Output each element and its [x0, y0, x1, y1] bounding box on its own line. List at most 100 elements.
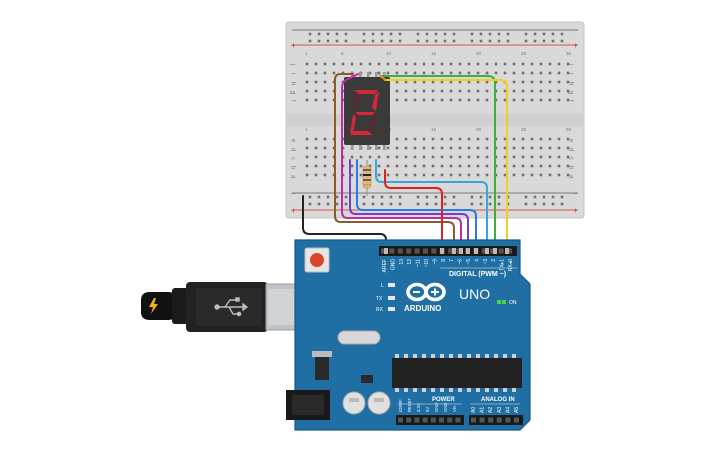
breadboard-hole[interactable]	[512, 155, 516, 159]
breadboard-hole[interactable]	[440, 155, 444, 159]
rail-hole[interactable]	[317, 202, 321, 206]
rail-hole[interactable]	[452, 39, 456, 43]
breadboard-hole[interactable]	[539, 80, 543, 84]
breadboard-hole[interactable]	[413, 155, 417, 159]
breadboard-hole[interactable]	[404, 80, 408, 84]
rail-hole[interactable]	[497, 39, 501, 43]
rail-hole[interactable]	[416, 39, 420, 43]
breadboard-hole[interactable]	[449, 89, 453, 93]
breadboard-hole[interactable]	[512, 137, 516, 141]
rail-hole[interactable]	[371, 195, 375, 199]
rail-hole[interactable]	[425, 202, 429, 206]
breadboard-hole[interactable]	[449, 98, 453, 102]
breadboard-hole[interactable]	[539, 155, 543, 159]
breadboard-hole[interactable]	[521, 80, 525, 84]
jumper-wires[interactable]	[302, 73, 508, 253]
breadboard-hole[interactable]	[557, 62, 561, 66]
breadboard-hole[interactable]	[359, 155, 363, 159]
rail-hole[interactable]	[362, 32, 366, 36]
rail-hole[interactable]	[335, 39, 339, 43]
breadboard-hole[interactable]	[467, 173, 471, 177]
header-socket[interactable]	[406, 248, 412, 254]
breadboard-hole[interactable]	[485, 146, 489, 150]
breadboard-hole[interactable]	[530, 89, 534, 93]
rail-hole[interactable]	[335, 195, 339, 199]
breadboard-hole[interactable]	[386, 62, 390, 66]
breadboard-hole[interactable]	[323, 146, 327, 150]
rail-hole[interactable]	[344, 195, 348, 199]
breadboard-hole[interactable]	[557, 155, 561, 159]
breadboard-hole[interactable]	[503, 173, 507, 177]
breadboard-hole[interactable]	[557, 173, 561, 177]
breadboard-hole[interactable]	[512, 80, 516, 84]
rail-hole[interactable]	[434, 39, 438, 43]
breadboard-hole[interactable]	[521, 164, 525, 168]
breadboard-hole[interactable]	[476, 98, 480, 102]
header-socket[interactable]	[414, 417, 420, 423]
rail-hole[interactable]	[344, 32, 348, 36]
breadboard-hole[interactable]	[449, 155, 453, 159]
rail-hole[interactable]	[452, 32, 456, 36]
rail-hole[interactable]	[524, 32, 528, 36]
breadboard-hole[interactable]	[305, 155, 309, 159]
breadboard-hole[interactable]	[503, 155, 507, 159]
rail-hole[interactable]	[425, 195, 429, 199]
breadboard-hole[interactable]	[377, 173, 381, 177]
rail-hole[interactable]	[398, 195, 402, 199]
rail-hole[interactable]	[362, 39, 366, 43]
breadboard-hole[interactable]	[395, 173, 399, 177]
rail-hole[interactable]	[380, 39, 384, 43]
breadboard-hole[interactable]	[521, 71, 525, 75]
breadboard-hole[interactable]	[314, 146, 318, 150]
rail-hole[interactable]	[443, 39, 447, 43]
breadboard-hole[interactable]	[512, 173, 516, 177]
breadboard-hole[interactable]	[314, 71, 318, 75]
breadboard-hole[interactable]	[458, 62, 462, 66]
breadboard-hole[interactable]	[440, 80, 444, 84]
breadboard-hole[interactable]	[557, 89, 561, 93]
breadboard-hole[interactable]	[530, 164, 534, 168]
rail-hole[interactable]	[317, 39, 321, 43]
breadboard-hole[interactable]	[485, 62, 489, 66]
breadboard-hole[interactable]	[386, 155, 390, 159]
analog-header[interactable]	[469, 415, 523, 425]
rail-hole[interactable]	[326, 32, 330, 36]
breadboard-hole[interactable]	[530, 173, 534, 177]
breadboard-hole[interactable]	[467, 146, 471, 150]
breadboard-hole[interactable]	[431, 62, 435, 66]
rail-hole[interactable]	[551, 202, 555, 206]
breadboard-hole[interactable]	[539, 89, 543, 93]
breadboard-hole[interactable]	[395, 98, 399, 102]
breadboard-hole[interactable]	[404, 164, 408, 168]
breadboard-hole[interactable]	[305, 146, 309, 150]
rail-hole[interactable]	[335, 32, 339, 36]
breadboard-hole[interactable]	[323, 173, 327, 177]
breadboard-hole[interactable]	[548, 89, 552, 93]
breadboard-hole[interactable]	[503, 164, 507, 168]
power-header[interactable]	[396, 415, 464, 425]
breadboard-hole[interactable]	[476, 146, 480, 150]
breadboard-hole[interactable]	[458, 89, 462, 93]
breadboard-hole[interactable]	[539, 146, 543, 150]
breadboard-hole[interactable]	[305, 71, 309, 75]
breadboard-hole[interactable]	[485, 173, 489, 177]
breadboard-hole[interactable]	[485, 155, 489, 159]
breadboard-hole[interactable]	[503, 137, 507, 141]
breadboard-hole[interactable]	[323, 62, 327, 66]
breadboard-hole[interactable]	[440, 137, 444, 141]
breadboard-hole[interactable]	[431, 89, 435, 93]
wire-black-gnd[interactable]	[302, 195, 387, 253]
breadboard-hole[interactable]	[458, 155, 462, 159]
breadboard-hole[interactable]	[431, 80, 435, 84]
breadboard-hole[interactable]	[566, 98, 570, 102]
breadboard-hole[interactable]	[305, 98, 309, 102]
wire-blue[interactable]	[356, 159, 477, 253]
breadboard-hole[interactable]	[539, 137, 543, 141]
breadboard-hole[interactable]	[404, 98, 408, 102]
rail-hole[interactable]	[524, 195, 528, 199]
rail-hole[interactable]	[389, 202, 393, 206]
rail-hole[interactable]	[398, 39, 402, 43]
breadboard-hole[interactable]	[422, 146, 426, 150]
